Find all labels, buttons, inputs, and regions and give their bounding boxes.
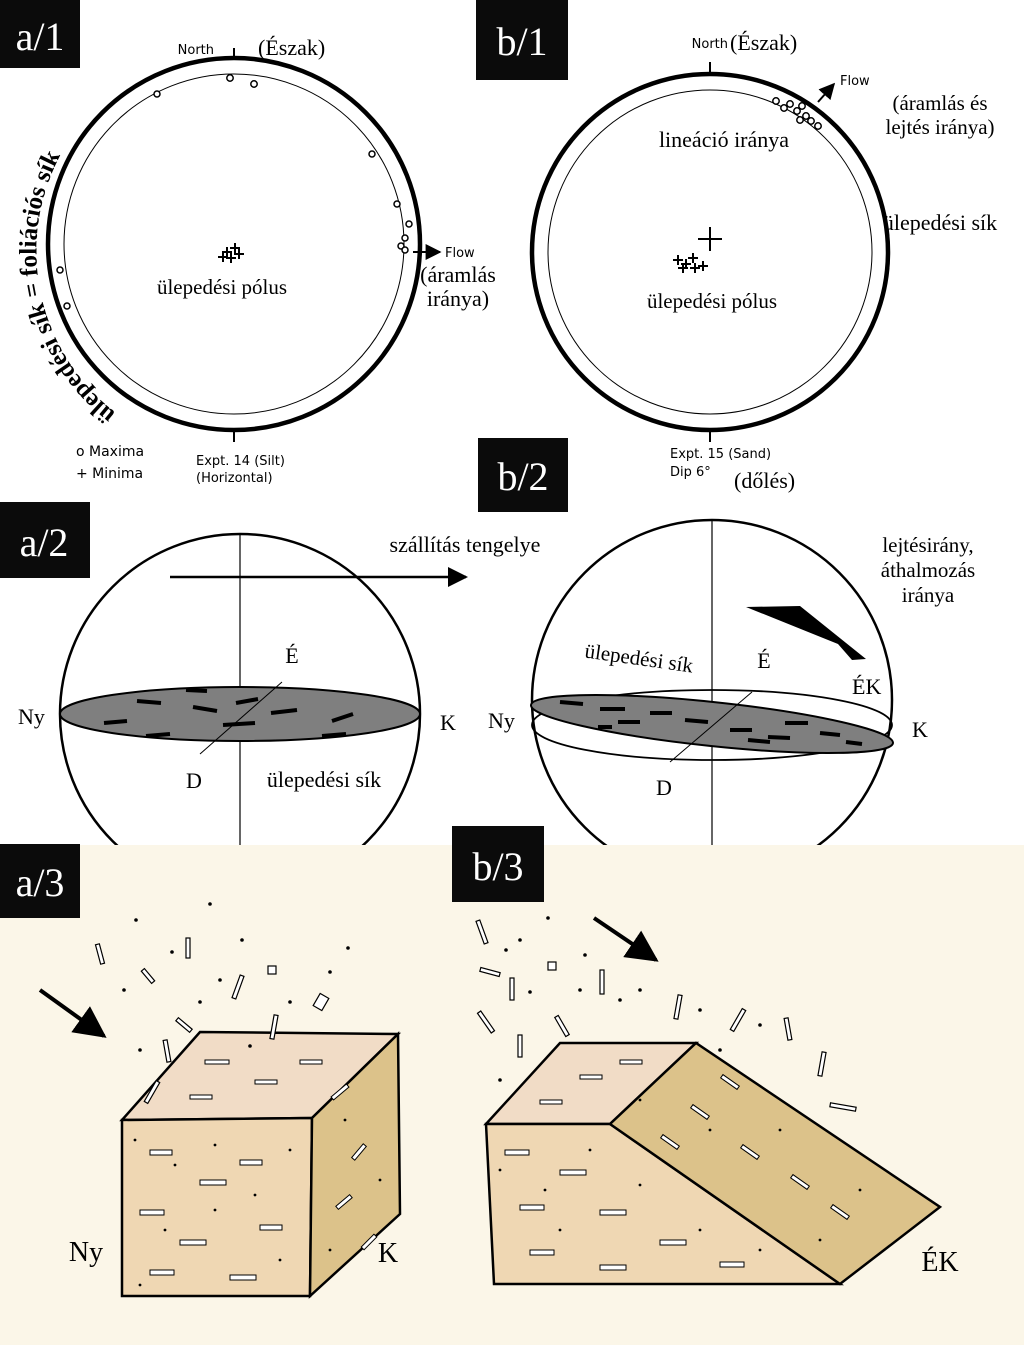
tag-b1: b/1 xyxy=(496,19,547,64)
tag-a2: a/2 xyxy=(20,520,69,565)
transport-axis-label-a2: szállítás tengelye xyxy=(390,532,541,557)
falling-grains-a3 xyxy=(94,937,330,1105)
expt-label-b1: Expt. 15 (Sand) xyxy=(670,447,771,462)
slope-block-face-b3 xyxy=(608,1041,943,1286)
minima-cluster-a1 xyxy=(218,243,244,263)
flow-hu-1-a1: (áramlás xyxy=(420,262,496,287)
slope-label-3-b2: iránya xyxy=(902,583,955,607)
tag-b2-box xyxy=(478,438,568,512)
tag-a3: a/3 xyxy=(16,860,65,905)
maxima-points-a1 xyxy=(56,74,413,310)
dip-hu-label-b1: (dőlés) xyxy=(734,468,795,493)
east-label-a3: K xyxy=(378,1238,398,1269)
south-label-a2: D xyxy=(186,768,202,793)
north-label-a2: É xyxy=(285,643,298,668)
ns-axis-b2 xyxy=(669,691,753,763)
north-hu-label-b1: (Észak) xyxy=(730,30,797,55)
grain-marks-a2 xyxy=(103,688,354,738)
flow-label-a1: Flow xyxy=(445,246,475,261)
plane-label-b2: ülepedési sík xyxy=(583,639,695,678)
falling-dots-a3 xyxy=(122,902,350,1052)
plane-label-b1: ülepedési sík xyxy=(883,210,997,235)
panel-b1: b/1 North (Észak) Flow (áramlás és lejté… xyxy=(476,0,997,493)
ns-axis-a2 xyxy=(199,681,283,755)
north-hu-label-a1: (Észak) xyxy=(258,35,325,60)
slope-grains-b3 xyxy=(504,1059,851,1271)
legend-maxima-a1: o Maxima xyxy=(76,444,144,460)
block-dots-a3 xyxy=(133,1118,382,1287)
panel-a2: a/2 szállítás tengelye É Ny K D ülepedés… xyxy=(0,502,541,896)
plane-arc-textpath-a1: ülepedési sík = foliációs sík xyxy=(15,146,120,430)
grain-marks-b2 xyxy=(559,700,863,746)
panel-a1: a/1 North (Észak) ülepedési pólus Flow (… xyxy=(0,0,496,486)
north-label-b2: É xyxy=(757,648,770,673)
expt-sub-label-b1: Dip 6° xyxy=(670,465,711,480)
west-label-a2: Ny xyxy=(18,704,45,729)
stereonet-inner-b1 xyxy=(547,89,873,415)
expt-label-a1: Expt. 14 (Silt) xyxy=(196,454,285,469)
flow-hu-2-b1: lejtés iránya) xyxy=(885,115,994,139)
tag-a1-box xyxy=(0,0,80,68)
east-label-b2: K xyxy=(912,717,928,742)
lineation-label-b1: lineáció iránya xyxy=(659,127,789,152)
tag-b1-box xyxy=(476,0,568,80)
falling-dots-b3 xyxy=(498,916,762,1082)
block-grains-a3 xyxy=(139,1059,378,1281)
west-label-b2: Ny xyxy=(488,708,515,733)
panel-b2: lejtésirány, áthalmozás iránya ülepedési… xyxy=(488,518,975,882)
tag-a3-box xyxy=(0,844,80,918)
tag-b3-box xyxy=(452,826,544,902)
settling-arrow-b3 xyxy=(592,916,659,962)
pole-label-a1: ülepedési pólus xyxy=(157,275,287,299)
flow-hu-1-b1: (áramlás és xyxy=(892,91,987,115)
flow-label-b1: Flow xyxy=(840,74,870,89)
northeast-label-b3: ÉK xyxy=(921,1247,958,1278)
plane-label-a2: ülepedési sík xyxy=(267,767,381,792)
block-front-a3 xyxy=(120,1116,314,1298)
slope-dots-b3 xyxy=(498,1098,862,1252)
settling-arrow-a3 xyxy=(38,988,107,1038)
northeast-label-b2: ÉK xyxy=(852,674,881,699)
slope-label-2-b2: áthalmozás xyxy=(881,558,975,582)
minima-cluster-b1 xyxy=(673,253,708,273)
tag-a1: a/1 xyxy=(16,14,65,59)
slope-direction-arrow-b2 xyxy=(746,606,866,660)
pole-label-b1: ülepedési pólus xyxy=(647,289,777,313)
north-label-b1: North xyxy=(692,37,728,52)
block-side-a3 xyxy=(308,1031,402,1299)
flow-arrow-b1 xyxy=(817,82,836,103)
slope-label-1-b2: lejtésirány, xyxy=(882,533,973,557)
falling-grains-b3 xyxy=(475,919,857,1112)
tag-b2: b/2 xyxy=(497,454,548,499)
tag-b3: b/3 xyxy=(472,844,523,889)
south-label-b2: D xyxy=(656,775,672,800)
panel-b3: b/3 xyxy=(452,826,959,1286)
horizontal-plane-b2 xyxy=(531,689,893,761)
expt-sub-label-a1: (Horizontal) xyxy=(196,471,273,486)
legend-minima-a1: + Minima xyxy=(76,466,143,482)
flow-hu-2-a1: iránya) xyxy=(427,286,489,311)
plane-arc-label-a1: ülepedési sík = foliációs sík xyxy=(15,146,120,430)
sedimentation-disk-a2 xyxy=(59,686,421,742)
tag-a2-box xyxy=(0,502,90,578)
east-label-a2: K xyxy=(440,710,456,735)
west-label-a3: Ny xyxy=(69,1237,103,1268)
maxima-points-b1 xyxy=(772,97,822,130)
north-label-a1: North xyxy=(178,43,214,58)
